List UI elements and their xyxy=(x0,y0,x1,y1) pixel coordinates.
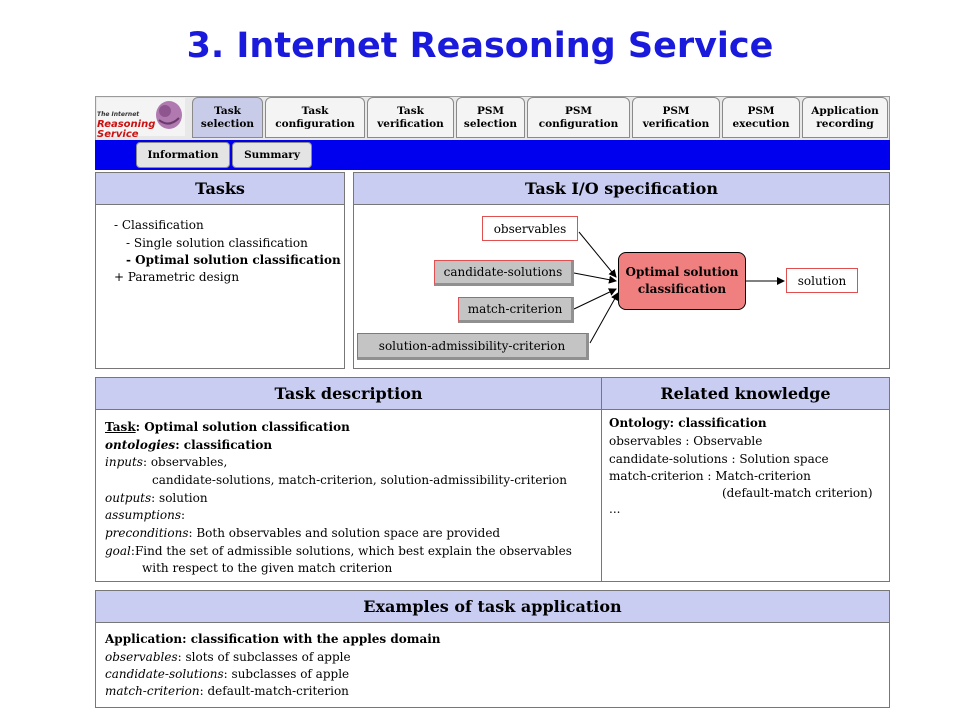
example-candidates: candidate-solutions: subclasses of apple xyxy=(105,667,350,681)
desc-inputs: inputs: observables, xyxy=(105,455,228,469)
tab-psm-configuration[interactable]: PSM configuration xyxy=(527,97,630,138)
irs-logo: The Internet Reasoning Service xyxy=(97,98,185,140)
logo-line1: The Internet xyxy=(97,111,140,118)
examples-panel: Examples of task application Application… xyxy=(95,590,890,708)
subtab-summary[interactable]: Summary xyxy=(232,142,312,168)
examples-body: Application: classification with the app… xyxy=(96,623,889,707)
tab-task-configuration[interactable]: Task configuration xyxy=(265,97,365,138)
related-line-candidates: candidate-solutions : Solution space xyxy=(609,452,829,466)
desc-preconditions: preconditions: Both observables and solu… xyxy=(105,526,501,540)
example-match: match-criterion: default-match-criterion xyxy=(105,684,349,698)
tree-item-single-solution[interactable]: - Single solution classification xyxy=(126,236,308,250)
desc-goal: goal:Find the set of admissible solution… xyxy=(105,544,572,558)
task-description-body: Task: Optimal solution classification on… xyxy=(96,410,601,581)
related-line-match: match-criterion : Match-criterion xyxy=(609,469,811,483)
tab-application-recording[interactable]: Application recording xyxy=(802,97,888,138)
tasks-panel-title: Tasks xyxy=(96,173,344,205)
related-knowledge-panel: Related knowledge Ontology: classificati… xyxy=(601,377,890,582)
tasks-panel: Tasks - Classification - Single solution… xyxy=(95,172,345,369)
io-diagram: observables candidate-solutions match-cr… xyxy=(354,205,889,368)
desc-inputs-cont: candidate-solutions, match-criterion, so… xyxy=(152,473,567,487)
related-knowledge-title: Related knowledge xyxy=(602,378,889,410)
desc-goal-cont: with respect to the given match criterio… xyxy=(142,561,393,575)
related-line-default: (default-match criterion) xyxy=(722,486,873,500)
desc-ontologies: ontologies: classification xyxy=(105,438,273,452)
related-line-ellipsis: ... xyxy=(609,502,621,516)
related-heading: Ontology: classification xyxy=(609,416,767,430)
brain-icon xyxy=(97,98,185,136)
logo-line3: Service xyxy=(97,129,139,140)
tab-psm-verification[interactable]: PSM verification xyxy=(632,97,720,138)
tab-psm-selection[interactable]: PSM selection xyxy=(456,97,525,138)
irs-application-window: The Internet Reasoning Service Task sele… xyxy=(95,96,890,708)
task-io-panel-title: Task I/O specification xyxy=(354,173,889,205)
tab-task-selection[interactable]: Task selection xyxy=(192,97,263,138)
example-heading: Application: classification with the app… xyxy=(105,632,441,646)
tab-task-verification[interactable]: Task verification xyxy=(367,97,454,138)
tab-psm-execution[interactable]: PSM execution xyxy=(722,97,800,138)
task-description-title: Task description xyxy=(96,378,601,410)
task-description-panel: Task description Task: Optimal solution … xyxy=(95,377,602,582)
desc-outputs: outputs: solution xyxy=(105,491,208,505)
tasks-tree: - Classification - Single solution class… xyxy=(96,205,344,368)
related-knowledge-body: Ontology: classification observables : O… xyxy=(602,410,889,581)
task-node-optimal-solution-classification[interactable]: Optimal solution classification xyxy=(618,252,746,310)
input-match-criterion[interactable]: match-criterion xyxy=(458,297,574,323)
task-io-panel: Task I/O specification observables candi… xyxy=(353,172,890,369)
desc-assumptions: assumptions: xyxy=(105,508,186,522)
io-arrows xyxy=(573,231,785,344)
subtab-information[interactable]: Information xyxy=(136,142,230,168)
related-line-observables: observables : Observable xyxy=(609,434,763,448)
slide-title: 3. Internet Reasoning Service xyxy=(186,26,774,66)
output-solution[interactable]: solution xyxy=(786,268,858,293)
example-observables: observables: slots of subclasses of appl… xyxy=(105,650,351,664)
tree-item-classification[interactable]: - Classification xyxy=(114,218,204,232)
desc-task: Task: Optimal solution classification xyxy=(105,420,350,434)
tree-item-optimal-solution[interactable]: - Optimal solution classification xyxy=(126,253,341,267)
logo-line2: Reasoning xyxy=(97,119,156,130)
tree-item-parametric-design[interactable]: + Parametric design xyxy=(114,270,240,284)
logo-text: The Internet Reasoning Service xyxy=(97,110,185,140)
input-observables[interactable]: observables xyxy=(482,216,578,241)
input-solution-admissibility-criterion[interactable]: solution-admissibility-criterion xyxy=(357,333,589,360)
input-candidate-solutions[interactable]: candidate-solutions xyxy=(434,260,574,286)
examples-title: Examples of task application xyxy=(96,591,889,623)
